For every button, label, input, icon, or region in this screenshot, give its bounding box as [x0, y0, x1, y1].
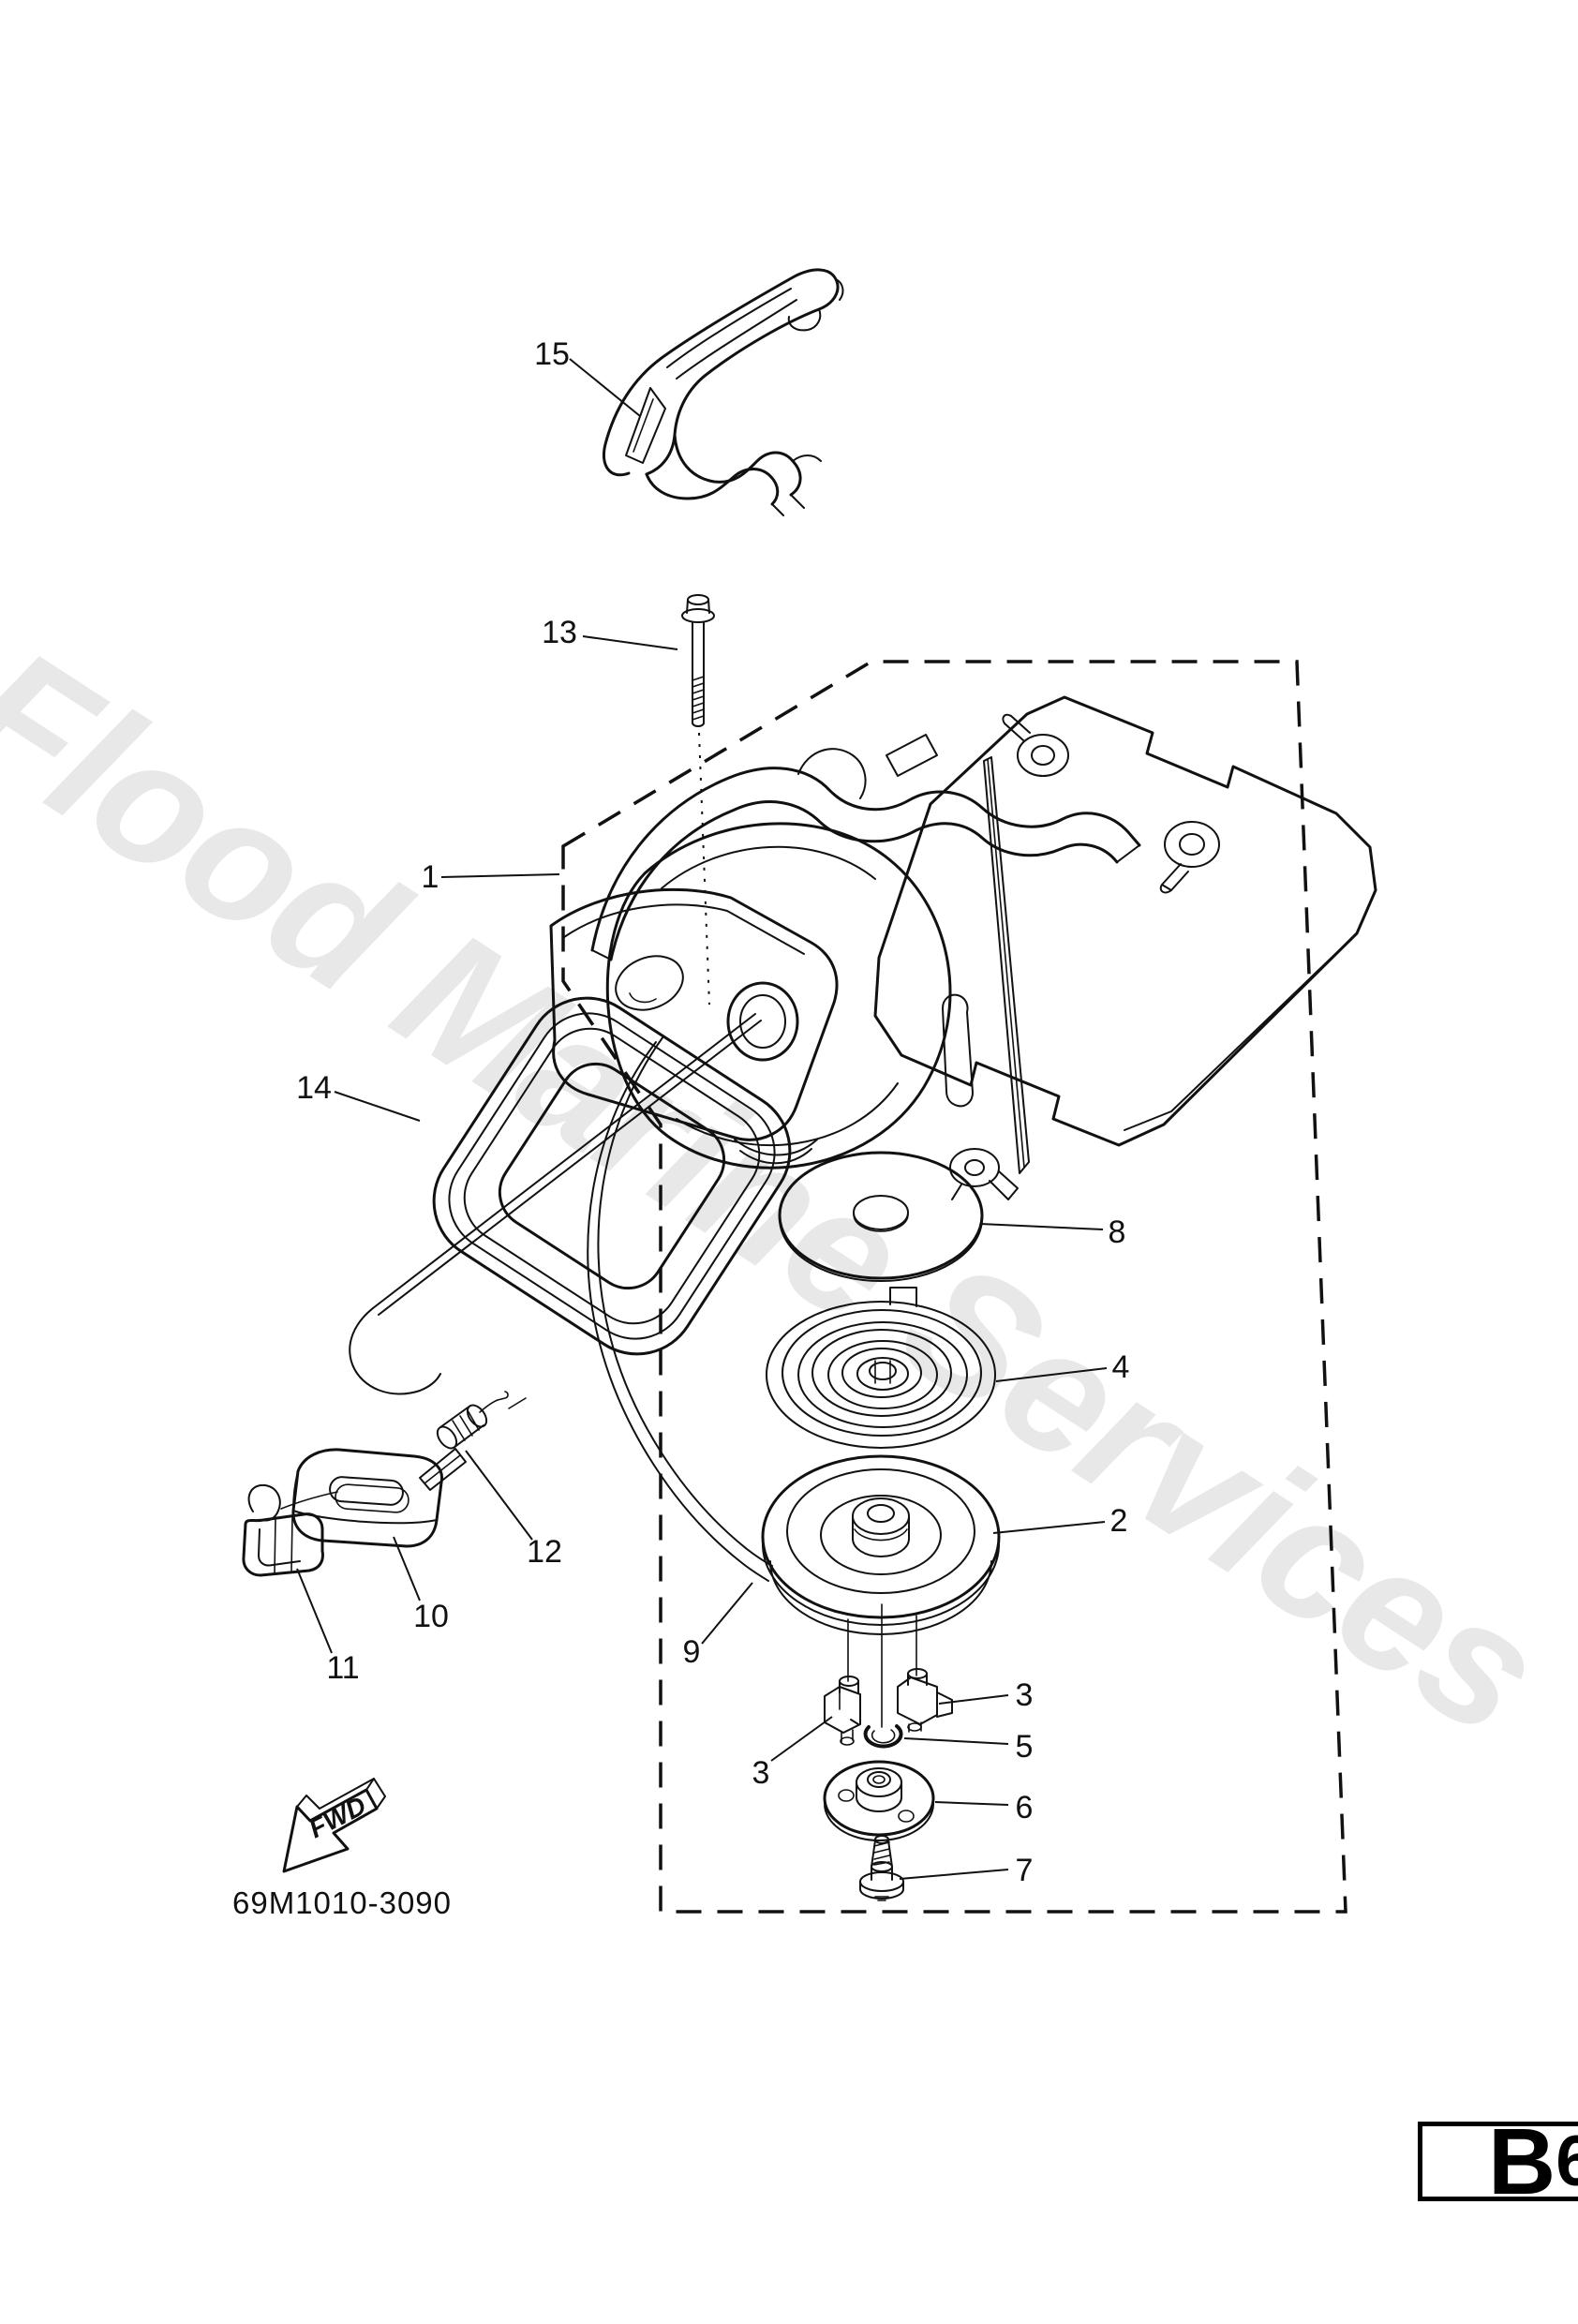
leader-line — [979, 1223, 1104, 1230]
part-10-handle-grip — [291, 1448, 467, 1548]
part-12-rope-end — [436, 1391, 509, 1450]
part-number-label: 12 — [527, 1534, 562, 1570]
part-number-label: 3 — [752, 1755, 770, 1791]
plate-slot — [886, 734, 938, 777]
part-8-damper-disc — [778, 1151, 984, 1282]
part-number-label: 13 — [542, 615, 577, 650]
part-number-label: 3 — [1016, 1677, 1034, 1713]
snout-oval-hole — [615, 955, 684, 1011]
part-number-label: 14 — [296, 1070, 332, 1106]
part-number-label: 15 — [534, 336, 570, 372]
part-number-label: 2 — [1110, 1503, 1128, 1539]
leader-line — [938, 1694, 1009, 1705]
page-code: B — [1488, 2108, 1556, 2214]
part-2-pulley — [761, 1454, 1001, 1728]
part-4-spiral-spring — [766, 1287, 996, 1449]
part-number-label: 5 — [1016, 1729, 1034, 1765]
leader-line — [903, 1737, 1009, 1745]
plate-grommet-left — [1002, 713, 1069, 777]
drawing-number: 69M1010-3090 — [232, 1885, 453, 1920]
part-number-labels: 15 13 1 14 8 4 2 12 10 11 9 3 5 3 6 7 — [296, 336, 1129, 1888]
part-7-bolt — [859, 1835, 904, 1901]
fwd-arrow: FWD — [282, 1778, 386, 1873]
leader-line — [569, 358, 641, 417]
leader-line — [334, 1091, 421, 1122]
leader-line — [440, 873, 560, 878]
leader-line — [770, 1716, 833, 1762]
part-number-label: 4 — [1112, 1349, 1130, 1385]
part-number-label: 10 — [413, 1599, 449, 1634]
part-13-bolt — [681, 594, 715, 1006]
leader-line — [701, 1582, 753, 1645]
leader-line — [393, 1536, 421, 1601]
spring-pin — [983, 756, 1030, 1174]
leader-line — [995, 1367, 1108, 1382]
part-number-label: 8 — [1109, 1214, 1126, 1250]
leader-line — [934, 1801, 1009, 1806]
part-number-label: 1 — [422, 859, 439, 895]
part-14-gasket — [432, 996, 792, 1356]
starter-housing-assembly — [549, 695, 1377, 1200]
part-9-rope — [349, 1013, 773, 1582]
plate-grommet-right — [1159, 821, 1220, 894]
part-11-holder-clip — [242, 1483, 338, 1577]
part-number-label: 7 — [1016, 1853, 1034, 1888]
part-number-label: 6 — [1016, 1790, 1034, 1825]
part-15-handle — [603, 268, 844, 516]
leader-line — [992, 1521, 1106, 1534]
part-3-pawl-right — [897, 1668, 953, 1733]
bolt-centerline — [698, 732, 710, 1006]
leader-line — [582, 635, 678, 650]
spring-outer-hook — [889, 1287, 917, 1307]
part-number-label: 11 — [326, 1650, 359, 1686]
part-number-label: 9 — [683, 1634, 701, 1670]
rope-exit-hole — [726, 981, 799, 1062]
part-3-pawl-left — [824, 1676, 861, 1746]
leader-line — [465, 1450, 533, 1541]
leader-line — [296, 1568, 333, 1654]
part-6-drive-plate — [823, 1760, 935, 1841]
part-1-boundary-box — [561, 660, 1347, 1914]
part-5-clip — [850, 1719, 903, 1749]
leader-line — [899, 1869, 1009, 1880]
